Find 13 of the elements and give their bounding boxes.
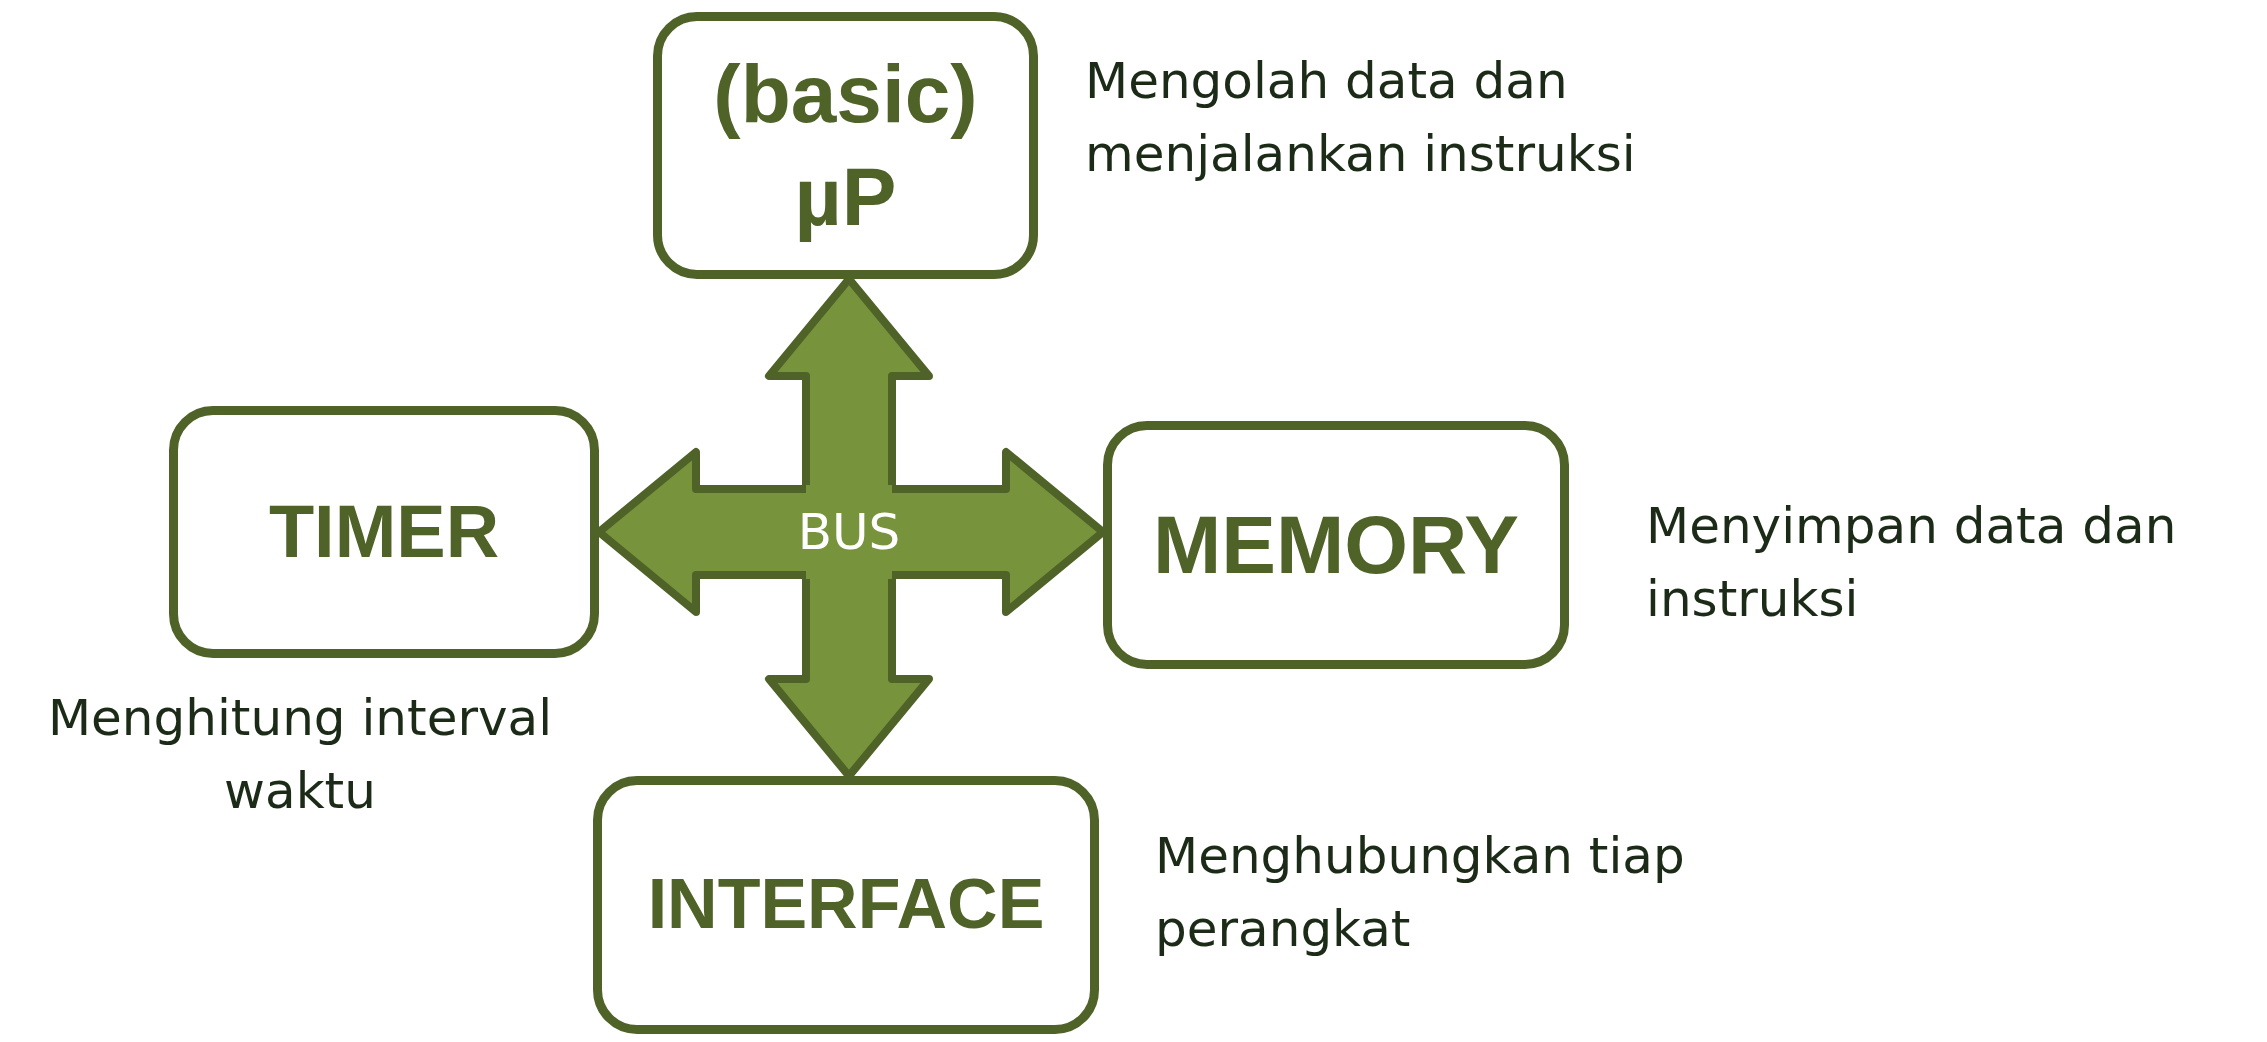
component-label: MEMORY bbox=[1153, 497, 1519, 592]
component-label: TIMER bbox=[268, 488, 500, 575]
component-box bbox=[1103, 421, 1569, 669]
description-text: Menghubungkan tiap perangkat bbox=[1155, 826, 1686, 960]
component-label: (basic) µP bbox=[712, 47, 979, 244]
component-box bbox=[593, 776, 1099, 1034]
description-text: Mengolah data dan menjalankan instruksi bbox=[1085, 51, 1637, 185]
component-box bbox=[653, 12, 1038, 279]
bus-label: BUS bbox=[797, 504, 901, 560]
component-box bbox=[169, 406, 599, 658]
description-text: Menyimpan data dan instruksi bbox=[1646, 496, 2178, 630]
component-label: INTERFACE bbox=[647, 864, 1045, 946]
description-text: Menghitung interval waktu bbox=[46, 688, 554, 822]
